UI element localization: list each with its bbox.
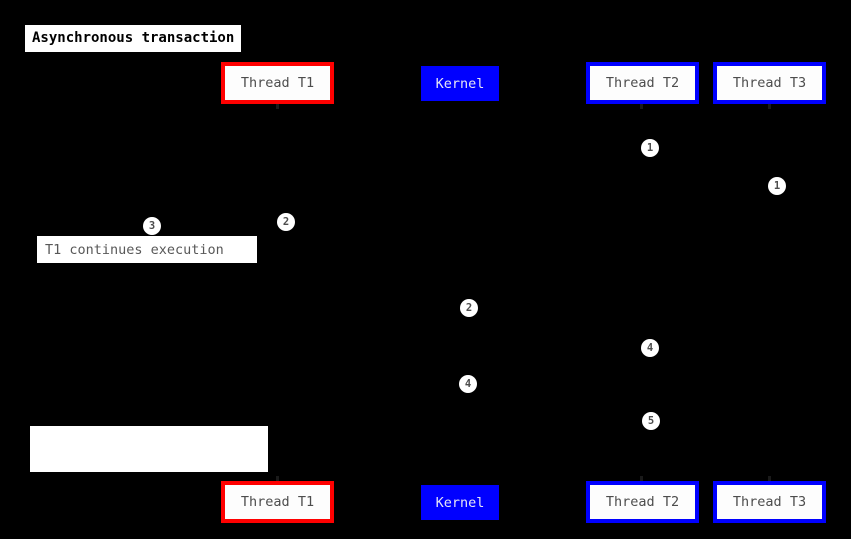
participant-top-thread-t3[interactable]: Thread T3 bbox=[713, 62, 826, 104]
lifeline-stub bbox=[276, 104, 279, 109]
step-marker-1: 1 bbox=[641, 139, 659, 157]
step-marker-5: 5 bbox=[642, 412, 660, 430]
step-marker-3: 3 bbox=[143, 217, 161, 235]
participant-bottom-kernel[interactable]: Kernel bbox=[421, 485, 499, 520]
note-box-blank bbox=[30, 426, 268, 472]
note-box-t1-continues-execution: T1 continues execution bbox=[37, 236, 257, 263]
diagram-title: Asynchronous transaction bbox=[25, 25, 242, 52]
participant-top-thread-t2[interactable]: Thread T2 bbox=[586, 62, 699, 104]
lifeline-stub bbox=[768, 104, 771, 109]
participant-top-thread-t1[interactable]: Thread T1 bbox=[221, 62, 334, 104]
participant-top-kernel[interactable]: Kernel bbox=[421, 66, 499, 101]
step-marker-4: 4 bbox=[459, 375, 477, 393]
step-marker-1: 1 bbox=[768, 177, 786, 195]
lifeline-stub bbox=[276, 476, 279, 481]
step-marker-2: 2 bbox=[460, 299, 478, 317]
lifeline-stub bbox=[768, 476, 771, 481]
step-marker-2: 2 bbox=[277, 213, 295, 231]
participant-bottom-thread-t1[interactable]: Thread T1 bbox=[221, 481, 334, 523]
participant-bottom-thread-t2[interactable]: Thread T2 bbox=[586, 481, 699, 523]
step-marker-4: 4 bbox=[641, 339, 659, 357]
lifeline-stub bbox=[640, 104, 643, 109]
lifeline-stub bbox=[640, 476, 643, 481]
participant-bottom-thread-t3[interactable]: Thread T3 bbox=[713, 481, 826, 523]
